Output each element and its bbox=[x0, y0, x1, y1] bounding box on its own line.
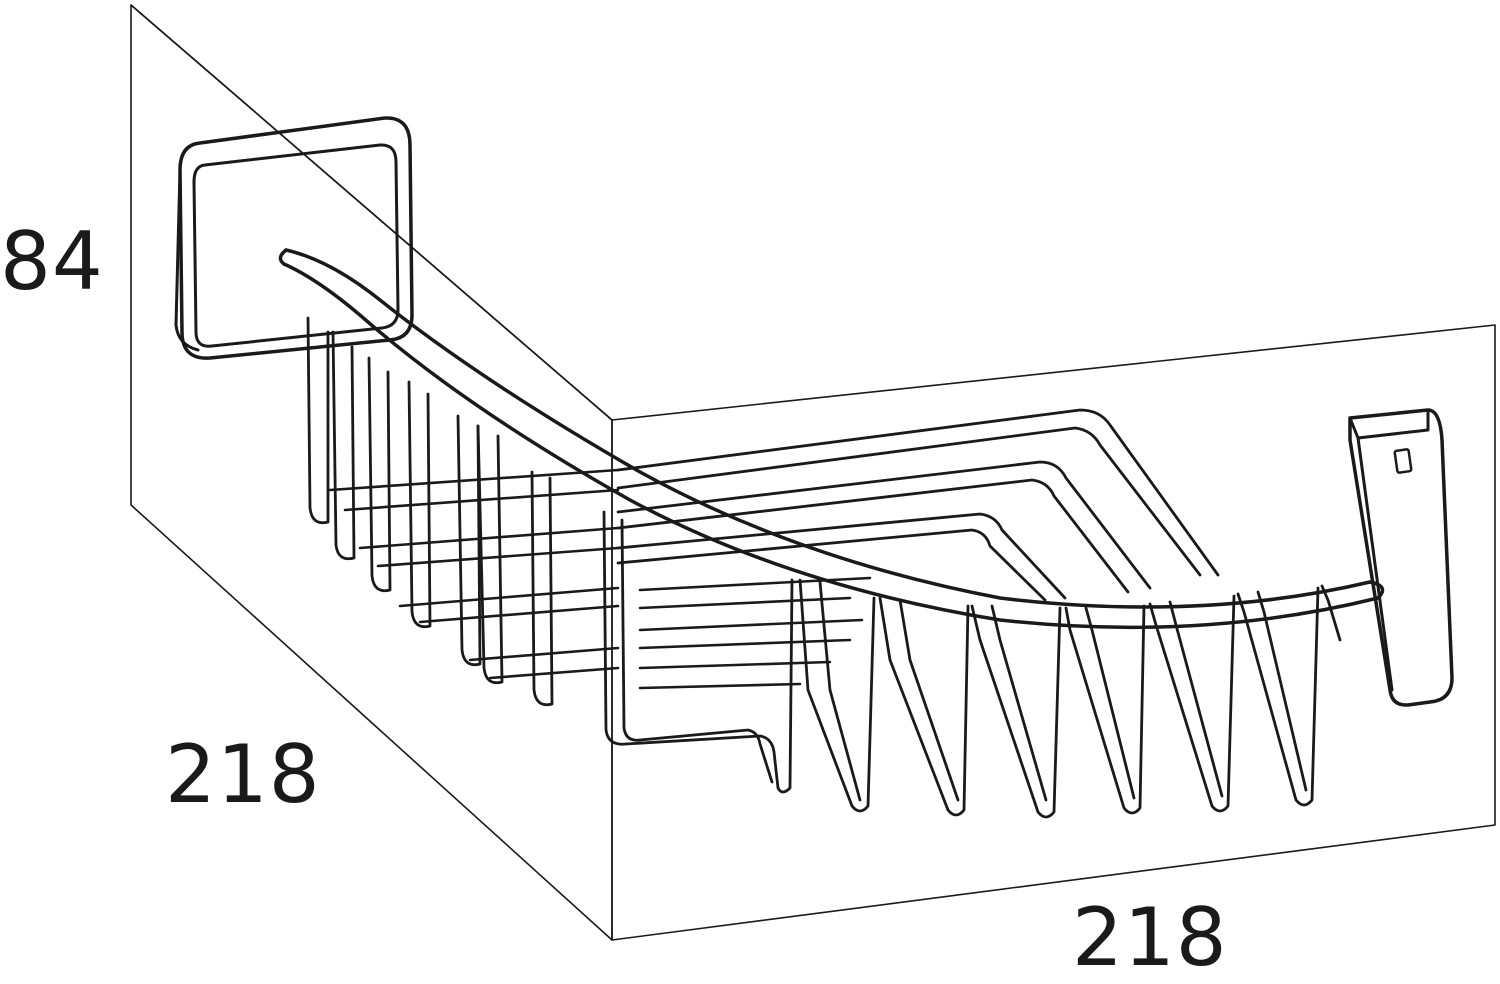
right-wall-mount bbox=[1348, 408, 1454, 707]
front-curved-rail bbox=[278, 248, 1385, 630]
right-wall-plane bbox=[611, 324, 1496, 941]
vertical-u-wires bbox=[306, 316, 1342, 819]
height-dimension-label: 84 bbox=[0, 215, 104, 308]
right-wire-loops bbox=[616, 408, 1220, 602]
corner-top-line bbox=[130, 4, 613, 421]
width-dimension-label: 218 bbox=[1072, 891, 1228, 984]
depth-dimension-label: 218 bbox=[165, 728, 321, 821]
left-wall-mount bbox=[174, 116, 414, 360]
bounding-box bbox=[130, 4, 1496, 941]
